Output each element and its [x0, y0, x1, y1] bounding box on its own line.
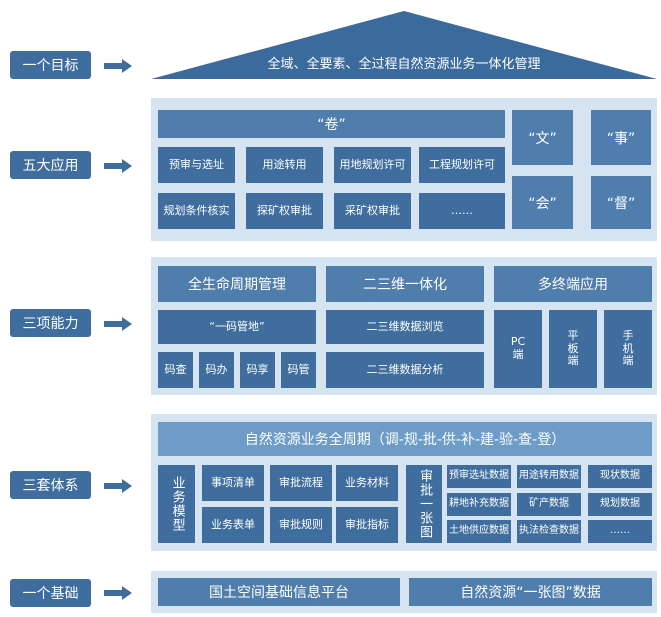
model-item: 业务材料: [336, 465, 398, 501]
app-item: 用地规划许可: [334, 147, 411, 183]
scroll-header: “卷”: [158, 110, 505, 138]
map-data-item: ……: [588, 520, 652, 543]
business-model: 业务模型: [158, 465, 195, 543]
model-item: 审批流程: [270, 465, 332, 501]
base-onemap-data: 自然资源“一张图”数据: [409, 578, 652, 606]
lifecycle-title: 自然资源业务全周期（调-规-批-供-补-建-验-查-登）: [158, 422, 652, 456]
map-data-item: 耕地补充数据: [447, 493, 511, 516]
code-item: 码享: [240, 352, 275, 388]
side-box-shi: “事”: [591, 110, 651, 165]
tier-label-goal: 一个目标: [10, 51, 91, 79]
app-item: 工程规划许可: [419, 147, 505, 183]
ability-head: 二三维一体化: [326, 266, 484, 302]
app-item: 规划条件核实: [158, 193, 235, 229]
tier-label-abilities: 三项能力: [10, 309, 91, 337]
base-platform: 国土空间基础信息平台: [158, 578, 400, 606]
app-item: ……: [419, 193, 505, 229]
code-item: 码查: [158, 352, 193, 388]
right-arrow-icon: [104, 586, 132, 600]
side-box-du: “督”: [591, 176, 651, 229]
app-item: 采矿权审批: [334, 193, 411, 229]
model-item: 业务表单: [202, 507, 264, 543]
right-arrow-icon: [104, 317, 132, 331]
goal-text: 全域、全要素、全过程自然资源业务一体化管理: [267, 56, 541, 72]
goal-roof: [151, 11, 657, 79]
ability-head: 全生命周期管理: [158, 266, 316, 302]
dim-item: 二三维数据浏览: [326, 310, 484, 344]
code-item: 码管: [281, 352, 316, 388]
map-data-item: 现状数据: [588, 465, 652, 488]
map-data-item: 执法检查数据: [517, 520, 581, 543]
code-mgmt-box: “一码管地”: [158, 310, 316, 344]
right-arrow-icon: [104, 159, 132, 173]
right-arrow-icon: [104, 59, 132, 73]
terminal-pc: PC 端: [494, 310, 542, 388]
tier-label-systems: 三套体系: [10, 471, 91, 499]
map-data-item: 土地供应数据: [447, 520, 511, 543]
map-data-item: 用途转用数据: [517, 465, 581, 488]
model-item: 审批指标: [336, 507, 398, 543]
dim-item: 二三维数据分析: [326, 352, 484, 388]
app-item: 用途转用: [246, 147, 323, 183]
code-item: 码办: [199, 352, 234, 388]
tier-label-base: 一个基础: [10, 579, 91, 607]
right-arrow-icon: [104, 479, 132, 493]
model-item: 审批规则: [270, 507, 332, 543]
app-item: 探矿权审批: [246, 193, 323, 229]
tier-label-apps: 五大应用: [10, 151, 91, 179]
ability-head: 多终端应用: [494, 266, 652, 302]
side-box-wen: “文”: [512, 110, 573, 165]
approval-map: 审批一张图: [406, 465, 442, 543]
model-item: 事项清单: [202, 465, 264, 501]
map-data-item: 预审选址数据: [447, 465, 511, 488]
terminal-tablet: 平 板 端: [549, 310, 597, 388]
map-data-item: 矿产数据: [517, 493, 581, 516]
app-item: 预审与选址: [158, 147, 235, 183]
map-data-item: 规划数据: [588, 493, 652, 516]
terminal-phone: 手 机 端: [604, 310, 652, 388]
side-box-hui: “会”: [512, 176, 573, 229]
